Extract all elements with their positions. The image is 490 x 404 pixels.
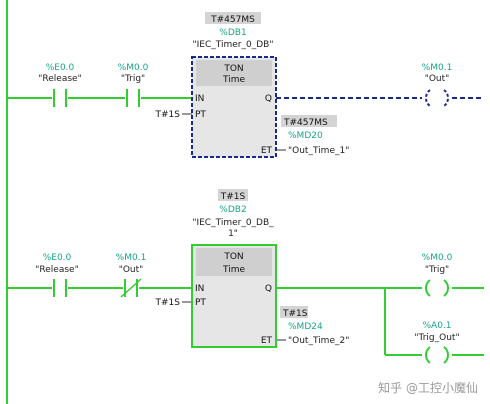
contact-release-1[interactable]: [52, 89, 68, 107]
ton-block-1[interactable]: [191, 56, 277, 158]
ton-block-1-pin-et: ET: [261, 146, 273, 156]
timer-2-et-label[interactable]: "Out_Time_2": [288, 336, 349, 346]
coil-trig-out-2-address: %A0.1: [422, 321, 451, 331]
ton-block-2-pin-q: Q: [265, 284, 272, 294]
coil-trig-2-label: "Trig": [425, 265, 449, 275]
ton-block-2-type: TON: [223, 252, 243, 262]
timer-1-et-address: %MD20: [288, 131, 323, 141]
ton-block-1-pin-pt: PT: [195, 110, 206, 120]
contact-release-1-address: %E0.0: [46, 63, 75, 73]
coil-trig-2[interactable]: [422, 278, 452, 298]
timer-1-et-highlight: [281, 115, 337, 127]
contact-release-2[interactable]: [52, 279, 68, 297]
coil-out-1-address: %M0.1: [422, 63, 453, 73]
timer-2-pt-value[interactable]: T#1S: [155, 298, 181, 308]
ton-block-2-subtype: Time: [222, 265, 245, 275]
contact-release-1-label: "Release": [38, 74, 81, 84]
contact-trig-1[interactable]: [125, 89, 141, 107]
timer-2-et-highlight: [280, 306, 308, 318]
timer-2-preset-highlight: [218, 189, 248, 201]
timer-2-et-value: T#1S: [282, 309, 308, 319]
ton-block-1-pin-in: IN: [195, 94, 204, 104]
timer-1-et-value: T#457MS: [283, 118, 328, 128]
timer-2-instance-value: T#1S: [220, 192, 246, 202]
contact-release-2-label: "Release": [35, 265, 78, 275]
coil-out-1[interactable]: [422, 88, 452, 108]
coil-out-1-label: "Out": [425, 74, 450, 84]
ton-block-1-type: TON: [223, 64, 243, 74]
watermark: 知乎 @工控小魔仙: [378, 380, 478, 395]
timer-1-instance-db: %DB1: [219, 28, 246, 38]
ton-block-1-pin-q: Q: [265, 94, 272, 104]
ton-block-2[interactable]: [191, 244, 277, 348]
coil-trig-out-2-label: "Trig_Out": [414, 333, 459, 343]
timer-1-preset-highlight: [205, 12, 261, 24]
timer-1-instance-value: T#457MS: [210, 15, 255, 25]
contact-out-nc-2-label: "Out": [119, 265, 144, 275]
contact-release-2-address: %E0.0: [43, 253, 72, 263]
ton-block-2-pin-in: IN: [195, 284, 204, 294]
contact-trig-1-address: %M0.0: [118, 63, 149, 73]
network-2: %E0.0 "Release" %M0.1 "Out" T#1S %DB2 "I…: [7, 189, 484, 365]
coil-trig-2-address: %M0.0: [422, 253, 453, 263]
contact-trig-1-label: "Trig": [121, 74, 145, 84]
ton-block-1-subtype: Time: [222, 75, 245, 85]
coil-trig-out-2[interactable]: [422, 345, 452, 365]
timer-2-instance-name-line1[interactable]: "IEC_Timer_0_DB_: [192, 218, 274, 228]
ton-block-2-pin-pt: PT: [195, 298, 206, 308]
timer-1-et-label[interactable]: "Out_Time_1": [288, 146, 349, 156]
timer-1-pt-value[interactable]: T#1S: [155, 110, 181, 120]
timer-2-instance-name-line2[interactable]: 1": [228, 229, 238, 239]
timer-2-instance-db: %DB2: [219, 205, 246, 215]
contact-out-nc-2[interactable]: [120, 278, 142, 298]
contact-out-nc-2-address: %M0.1: [116, 253, 147, 263]
network-1: %E0.0 "Release" %M0.0 "Trig" T#457MS %DB…: [7, 12, 484, 158]
timer-2-et-address: %MD24: [288, 322, 323, 332]
timer-1-instance-name[interactable]: "IEC_Timer_0_DB": [193, 40, 274, 50]
ton-block-2-pin-et: ET: [261, 336, 273, 346]
